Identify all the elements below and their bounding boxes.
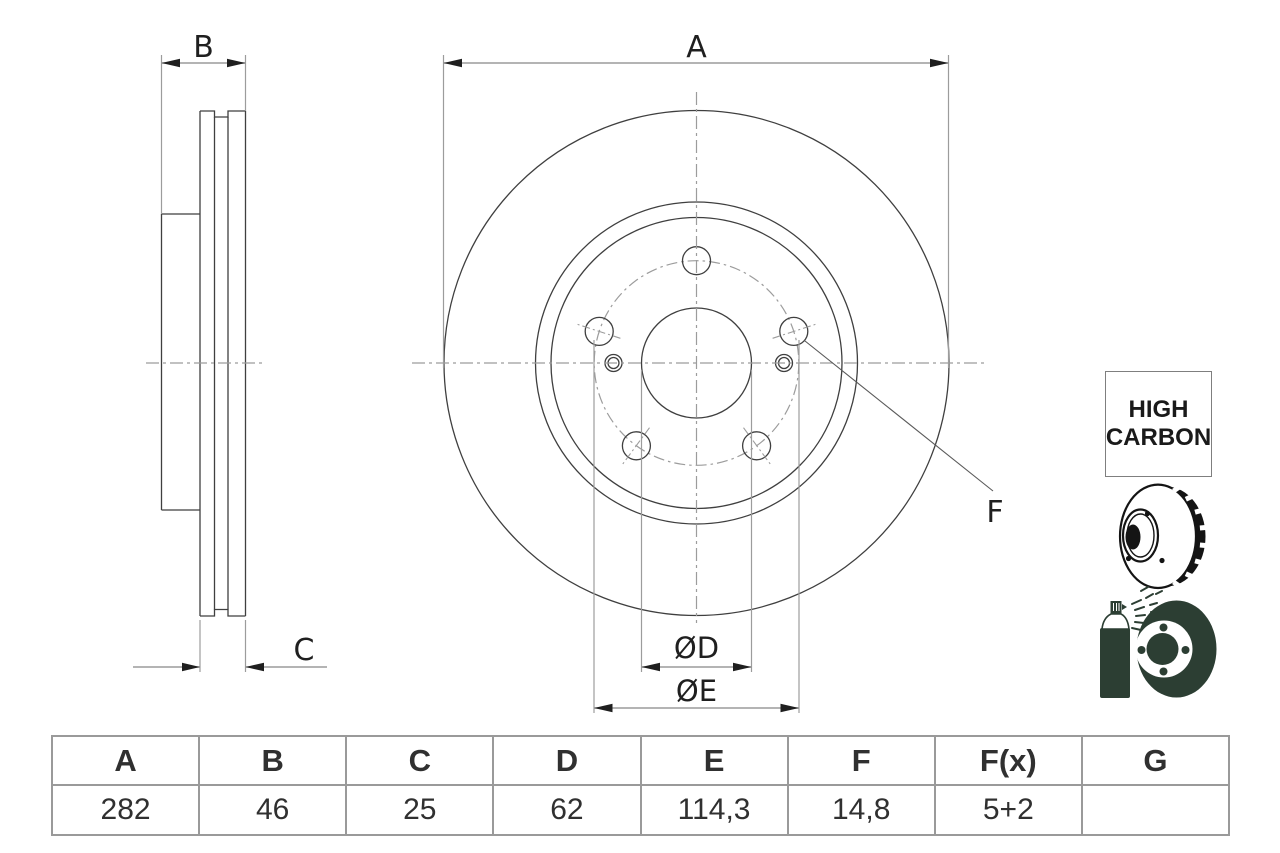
dimension-f-label: F	[986, 495, 1003, 530]
icon-bolt-hole	[1125, 555, 1132, 562]
high-carbon-line1: HIGH	[1128, 396, 1189, 423]
side-section-view: B C	[133, 30, 327, 672]
table-value-c: 25	[345, 784, 495, 836]
table-header-f: F	[786, 735, 936, 786]
table-header-a: A	[50, 735, 201, 786]
arrowhead-right	[733, 662, 752, 672]
icon-center-bore	[1125, 524, 1141, 550]
high-carbon-badge: HIGH CARBON	[1105, 371, 1212, 477]
spray-nozzle-tip	[1122, 604, 1127, 610]
bolt-hole	[741, 431, 772, 461]
dimension-a: A	[442, 30, 950, 368]
dimension-d-label: ØD	[674, 631, 719, 665]
table-value-g	[1080, 784, 1231, 836]
spray-can-nozzle-slits	[1113, 603, 1120, 611]
coated-disc-spray-icon	[1100, 586, 1217, 698]
arrowhead-left	[182, 662, 200, 672]
dimension-f: F	[804, 340, 1004, 530]
table-header-b: B	[198, 735, 348, 786]
dimension-b: B	[160, 30, 247, 214]
arrowhead-right	[930, 58, 949, 68]
table-header-d: D	[492, 735, 642, 786]
table-header-e: E	[639, 735, 789, 786]
icon-bolt-hole	[1144, 510, 1151, 517]
front-view: A ØD ØE F	[412, 30, 1004, 713]
table-header-c: C	[345, 735, 495, 786]
table-header-fx: F(x)	[933, 735, 1083, 786]
table-value-e: 114,3	[639, 784, 789, 836]
spray-can-body	[1100, 628, 1130, 698]
table-value-row: 282 46 25 62 114,3 14,8 5+2	[50, 784, 1231, 836]
icon-bolt-hole	[1159, 557, 1165, 564]
vented-brake-disc-icon	[1118, 483, 1208, 590]
icon-vent-slots	[1172, 484, 1208, 589]
arrowhead-left	[161, 58, 180, 68]
table-value-f: 14,8	[786, 784, 936, 836]
coated-disc-bolt-hole	[1181, 646, 1190, 654]
table-value-b: 46	[198, 784, 348, 836]
table-value-d: 62	[492, 784, 642, 836]
arrowhead-left	[443, 58, 462, 68]
bolt-hole	[584, 316, 614, 347]
dimension-c: C	[133, 620, 327, 672]
bolt-hole	[621, 431, 652, 461]
table-value-a: 282	[50, 784, 201, 836]
arrowhead-left	[594, 703, 613, 713]
bolt-hole-centermark	[621, 427, 650, 466]
dimension-e-label: ØE	[676, 674, 717, 708]
leader-line	[804, 340, 994, 492]
bolt-hole-centermark	[772, 323, 817, 339]
coated-disc-bolt-hole	[1159, 623, 1168, 632]
dimension-a-label: A	[686, 30, 707, 65]
coated-disc-bolt-hole	[1159, 667, 1168, 676]
coated-disc-hub	[1146, 633, 1179, 665]
arrowhead-left	[641, 662, 660, 672]
coated-disc-bolt-hole	[1137, 646, 1146, 654]
bolt-hole-centermark	[576, 323, 621, 339]
arrowhead-right	[227, 58, 246, 68]
bolt-hole	[779, 316, 809, 347]
spray-can-shoulder	[1101, 613, 1130, 630]
arrowhead-right	[245, 662, 264, 672]
band-bottom-edge-vent-notch	[200, 608, 246, 617]
bolt-hole-centermark	[743, 427, 772, 466]
table-value-fx: 5+2	[933, 784, 1083, 836]
dimension-table: A B C D E F F(x) G 282 46 25 62 114,3 14…	[50, 735, 1231, 836]
table-header-g: G	[1080, 735, 1231, 786]
band-top-edge-vent-notch	[200, 110, 246, 118]
dimension-d: ØD	[640, 370, 753, 672]
dimension-c-label: C	[294, 633, 315, 668]
dimension-e: ØE	[593, 340, 800, 713]
arrowhead-right	[780, 703, 799, 713]
table-header-row: A B C D E F F(x) G	[50, 735, 1231, 786]
high-carbon-line2: CARBON	[1105, 424, 1212, 451]
dimension-b-label: B	[193, 30, 214, 65]
